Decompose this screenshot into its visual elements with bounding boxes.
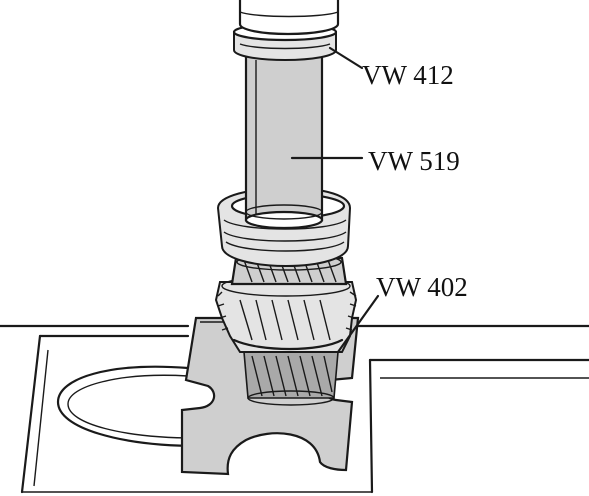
large-spur-gear bbox=[214, 275, 358, 353]
callout-leaders bbox=[290, 46, 380, 354]
label-vw402: VW 402 bbox=[376, 272, 468, 302]
leader-vw412 bbox=[328, 46, 364, 70]
press-ram bbox=[238, 0, 340, 36]
press-tube-vw519 bbox=[244, 54, 324, 230]
table-cutout bbox=[56, 365, 202, 448]
label-vw519: VW 519 bbox=[368, 146, 460, 176]
leader-vw402 bbox=[336, 294, 380, 354]
press-table bbox=[0, 324, 589, 494]
lower-helical-gear bbox=[243, 351, 339, 406]
label-vw412: VW 412 bbox=[362, 60, 454, 90]
